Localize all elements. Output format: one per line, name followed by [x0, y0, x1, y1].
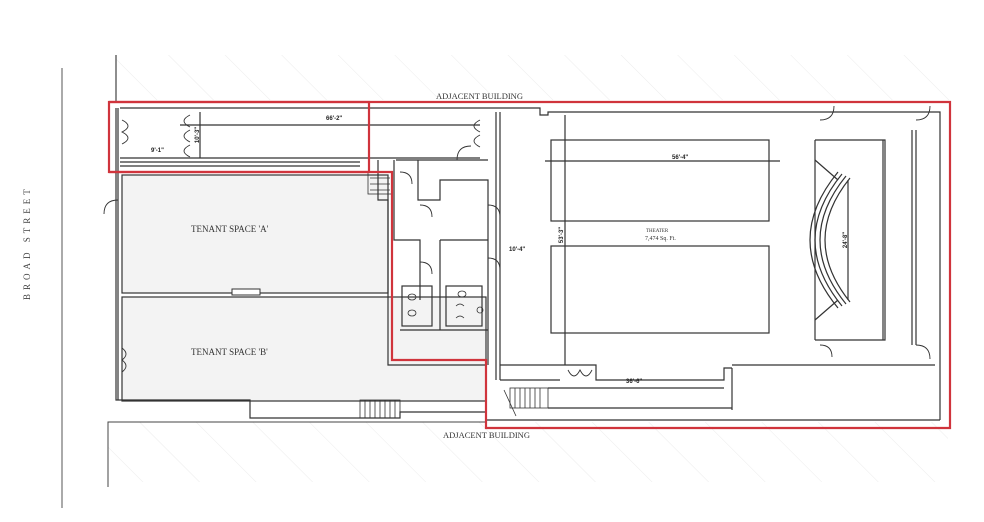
- dim-aisle-width: 10'-4": [509, 247, 526, 253]
- adjacent-building-top: [116, 55, 956, 100]
- tenant-space-b: [121, 296, 487, 402]
- tenant-space-a-label: TENANT SPACE 'A': [191, 224, 269, 234]
- dim-rear-corridor: 36'-6": [626, 379, 643, 385]
- theater-label: THEATER: [646, 229, 669, 234]
- dim-seating-width: 56'-4": [672, 155, 689, 161]
- highlight-theater: [109, 100, 952, 430]
- adjacent-building-top-label: ADJACENT BUILDING: [436, 91, 523, 101]
- adjacent-building-bottom-label: ADJACENT BUILDING: [443, 430, 530, 440]
- dim-corridor-width: 10'-3": [195, 126, 202, 144]
- street-label: BROAD STREET: [22, 185, 32, 300]
- tenant-space-a: [121, 174, 389, 294]
- dim-vestibule-width: 9'-1": [151, 148, 164, 154]
- seating-block-rear: [550, 245, 770, 334]
- seating-block-front: [550, 139, 770, 222]
- tenant-space-b-label: TENANT SPACE 'B': [191, 347, 268, 357]
- theater-area-label: 7,474 Sq. Ft.: [645, 236, 676, 242]
- dim-stage-width: 24'-8": [843, 231, 850, 249]
- adjacent-building-bottom: [108, 422, 948, 482]
- dim-theater-depth: 53'-3": [559, 226, 566, 244]
- dim-corridor-length: 66'-2": [326, 116, 343, 122]
